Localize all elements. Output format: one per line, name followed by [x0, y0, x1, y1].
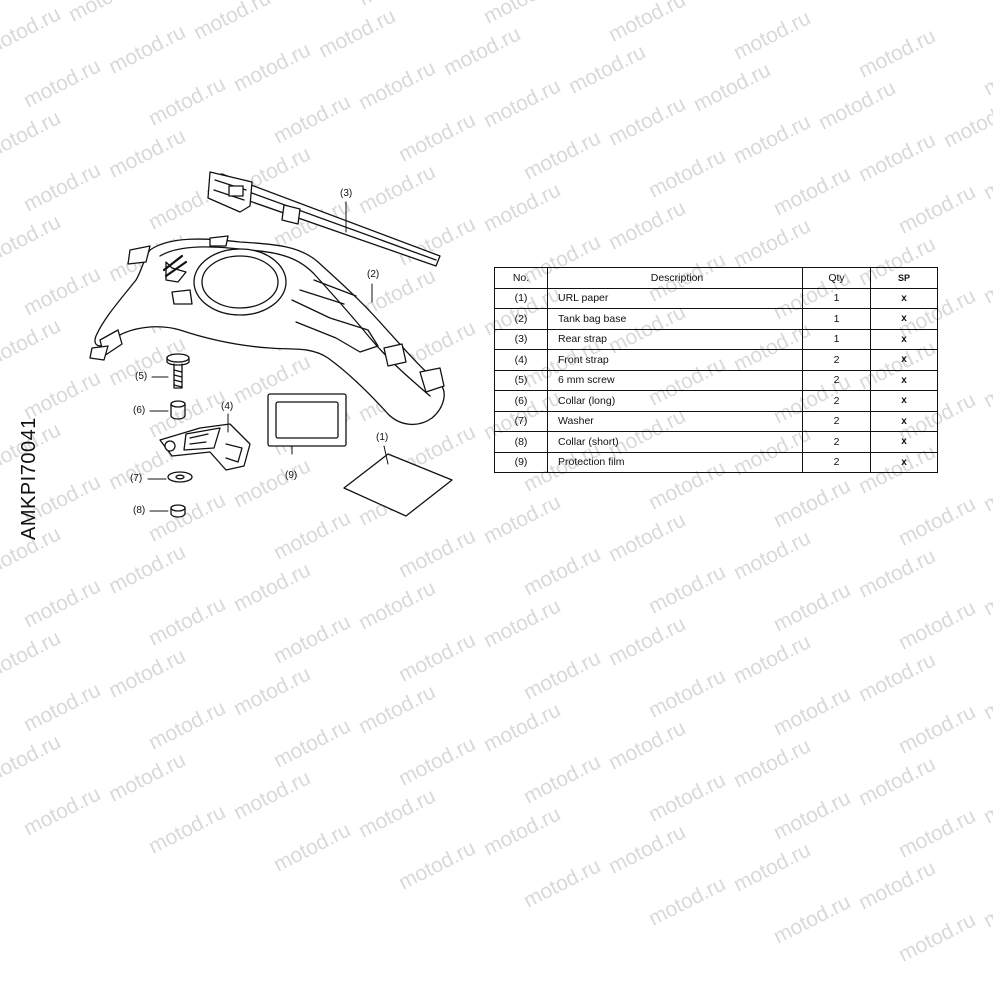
- header-qty: Qty: [802, 267, 871, 289]
- leader-lines: [147, 201, 389, 512]
- row-description: Collar (long): [547, 390, 803, 412]
- watermark-text: motod.ru: [645, 768, 730, 827]
- callout-3: (3): [340, 188, 353, 199]
- collar-long-drawing: [170, 400, 186, 420]
- watermark-text: motod.ru: [105, 748, 190, 807]
- watermark-text: motod.ru: [895, 804, 980, 863]
- table-header-row: No. Description Qty SP: [494, 267, 938, 289]
- rear-strap-drawing: [207, 171, 441, 267]
- row-description: Front strap: [547, 349, 803, 371]
- header-no: No.: [494, 267, 548, 289]
- row-no: (9): [494, 451, 548, 473]
- tank-bag-base-drawing: [89, 235, 445, 425]
- callout-7: (7): [130, 473, 143, 484]
- row-no: (3): [494, 328, 548, 350]
- row-sp: x: [870, 451, 938, 473]
- row-qty: 1: [802, 287, 871, 309]
- row-qty: 2: [802, 431, 871, 453]
- row-description: Tank bag base: [547, 308, 803, 330]
- watermark-text: motod.ru: [145, 800, 230, 859]
- callout-5: (5): [135, 371, 148, 382]
- row-sp: x: [870, 287, 938, 309]
- row-qty: 2: [802, 390, 871, 412]
- collar-short-drawing: [170, 504, 186, 518]
- callout-6: (6): [133, 405, 146, 416]
- row-no: (5): [494, 369, 548, 391]
- watermark-text: motod.ru: [395, 836, 480, 895]
- protection-film-drawing: [267, 393, 347, 447]
- row-description: 6 mm screw: [547, 369, 803, 391]
- parts-diagram: [89, 171, 453, 518]
- watermark-text: motod.ru: [855, 856, 940, 915]
- watermark-text: motod.ru: [520, 854, 605, 913]
- row-qty: 2: [802, 410, 871, 432]
- watermark-text: motod.ru: [980, 770, 993, 829]
- row-description: Rear strap: [547, 328, 803, 350]
- row-sp: x: [870, 349, 938, 371]
- watermark-text: motod.ru: [645, 872, 730, 931]
- watermark-text: motod.ru: [770, 786, 855, 845]
- watermark-text: motod.ru: [730, 838, 815, 897]
- row-no: (8): [494, 431, 548, 453]
- url-paper-drawing: [343, 453, 453, 517]
- row-qty: 2: [802, 369, 871, 391]
- row-sp: x: [870, 308, 938, 330]
- figure-code: AMKPI70041: [18, 417, 40, 540]
- watermark-text: motod.ru: [895, 908, 980, 967]
- screw-drawing: [166, 353, 190, 389]
- row-no: (7): [494, 410, 548, 432]
- washer-drawing: [167, 471, 193, 483]
- row-no: (2): [494, 308, 548, 330]
- row-qty: 2: [802, 349, 871, 371]
- watermark-text: motod.ru: [980, 874, 993, 933]
- row-sp: x: [870, 390, 938, 412]
- row-description: URL paper: [547, 287, 803, 309]
- row-sp: x: [870, 410, 938, 432]
- row-sp: x: [870, 369, 938, 391]
- watermark-text: motod.ru: [230, 766, 315, 825]
- watermark-text: motod.ru: [520, 750, 605, 809]
- callout-2: (2): [367, 269, 380, 280]
- watermark-text: motod.ru: [355, 784, 440, 843]
- callout-9: (9): [285, 470, 298, 481]
- watermark-text: motod.ru: [605, 820, 690, 879]
- callout-8: (8): [133, 505, 146, 516]
- row-no: (6): [494, 390, 548, 412]
- watermark-text: motod.ru: [480, 802, 565, 861]
- row-qty: 2: [802, 451, 871, 473]
- row-description: Collar (short): [547, 431, 803, 453]
- row-description: Washer: [547, 410, 803, 432]
- front-strap-drawing: [159, 423, 251, 471]
- callout-4: (4): [221, 401, 234, 412]
- row-description: Protection film: [547, 451, 803, 473]
- callout-1: (1): [376, 432, 389, 443]
- row-qty: 1: [802, 328, 871, 350]
- row-qty: 1: [802, 308, 871, 330]
- header-description: Description: [547, 267, 803, 289]
- row-no: (4): [494, 349, 548, 371]
- header-sp: SP: [870, 267, 938, 289]
- row-sp: x: [870, 431, 938, 453]
- watermark-text: motod.ru: [270, 818, 355, 877]
- watermark-text: motod.ru: [855, 752, 940, 811]
- row-sp: x: [870, 328, 938, 350]
- row-no: (1): [494, 287, 548, 309]
- watermark-text: motod.ru: [20, 782, 105, 841]
- watermark-text: motod.ru: [770, 890, 855, 949]
